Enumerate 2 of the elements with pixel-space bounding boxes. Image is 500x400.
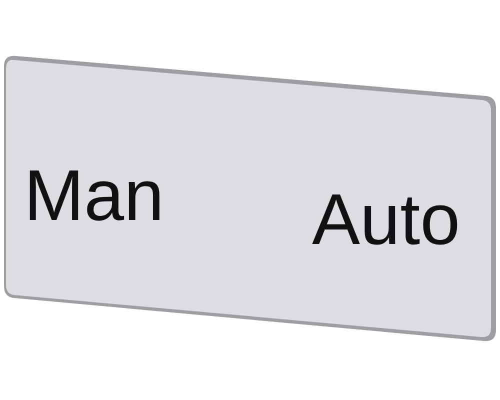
plate-text: Auto: [312, 184, 460, 256]
plate-text: Man: [24, 160, 164, 232]
